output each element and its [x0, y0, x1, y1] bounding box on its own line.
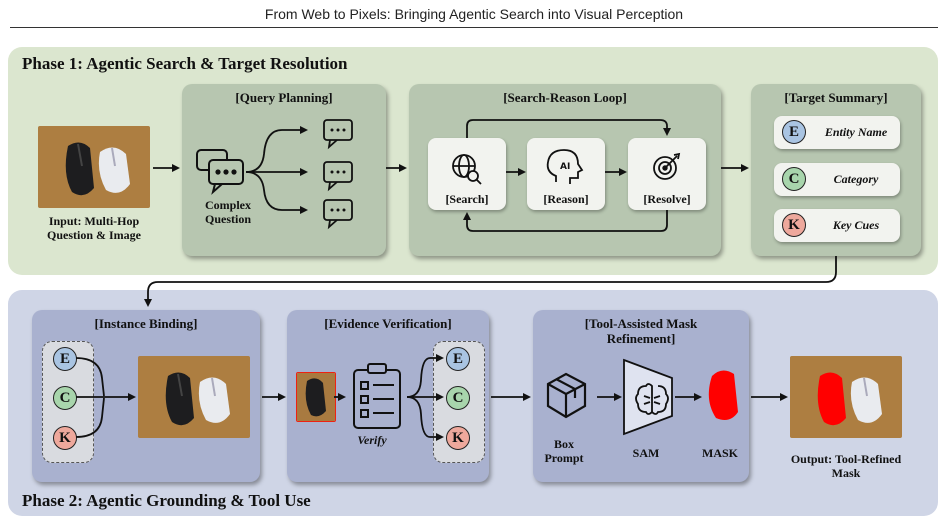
- binding-category-circle: C: [53, 386, 77, 410]
- ai-head-icon: AI: [546, 149, 584, 184]
- verify-category-circle: C: [446, 386, 470, 410]
- loop-arrows: [463, 119, 671, 232]
- box-prompt-label: Box Prompt: [544, 437, 584, 465]
- input-image: [38, 126, 150, 208]
- binding-keycues-circle: K: [53, 426, 77, 450]
- search-label: [Search]: [445, 192, 489, 206]
- title-rule: [10, 27, 938, 28]
- box-icon: [546, 372, 587, 419]
- mouse-crop-photo: [297, 373, 335, 421]
- output-label: Output: Tool-Refined Mask: [790, 452, 902, 480]
- phase1-flow-arrows: [144, 164, 837, 307]
- binding-entity-circle: E: [53, 347, 77, 371]
- binding-image: [138, 356, 250, 438]
- complex-question-label: Complex Question: [204, 198, 251, 226]
- mouse-photo: [38, 126, 150, 208]
- entity-circle: E: [782, 120, 806, 144]
- reason-label: [Reason]: [543, 192, 589, 206]
- brain-icon: [635, 383, 669, 415]
- phase2-title: Phase 2: Agentic Grounding & Tool Use: [22, 491, 311, 510]
- binding-merge-arrows: [75, 357, 136, 438]
- chat-bubbles-icon: [196, 149, 244, 195]
- verify-entity-circle: E: [446, 347, 470, 371]
- evidence-verification-title: [Evidence Verification]: [324, 316, 452, 331]
- query-planning-title: [Query Planning]: [235, 90, 333, 105]
- mask-label: MASK: [702, 446, 738, 460]
- entity-name-label: Entity Name: [824, 125, 888, 139]
- mouse-photo: [138, 356, 250, 438]
- search-reason-loop-title: [Search-Reason Loop]: [503, 90, 627, 105]
- category-circle: C: [782, 167, 806, 191]
- resolve-label: [Resolve]: [643, 192, 691, 206]
- cropped-mouse-image: [296, 372, 336, 422]
- globe-search-icon: [452, 154, 482, 185]
- mask-refinement-title: [Tool-Assisted Mask Refinement]: [584, 316, 698, 346]
- verify-keycues-circle: K: [446, 426, 470, 450]
- input-label: Input: Multi-Hop Question & Image: [47, 214, 141, 242]
- masked-mouse-photo: [790, 356, 902, 438]
- figure-title: From Web to Pixels: Bringing Agentic Sea…: [264, 6, 684, 22]
- target-summary-title: [Target Summary]: [784, 90, 888, 105]
- query-branch-arrows: [245, 126, 308, 214]
- phase2-flow-arrows: [262, 354, 788, 441]
- ai-glyph: AI: [560, 162, 570, 172]
- instance-binding-title: [Instance Binding]: [94, 316, 198, 331]
- target-icon: [653, 152, 681, 180]
- category-label: Category: [833, 172, 879, 186]
- sub-question-icons: [323, 119, 353, 230]
- output-image: [790, 356, 902, 438]
- sam-label: SAM: [632, 446, 660, 460]
- checklist-icon: [353, 363, 401, 429]
- keycues-label: Key Cues: [832, 218, 880, 232]
- mask-shape: [708, 370, 738, 420]
- phase1-title: Phase 1: Agentic Search & Target Resolut…: [22, 54, 348, 73]
- verify-label: Verify: [357, 433, 387, 447]
- keycues-circle: K: [782, 213, 806, 237]
